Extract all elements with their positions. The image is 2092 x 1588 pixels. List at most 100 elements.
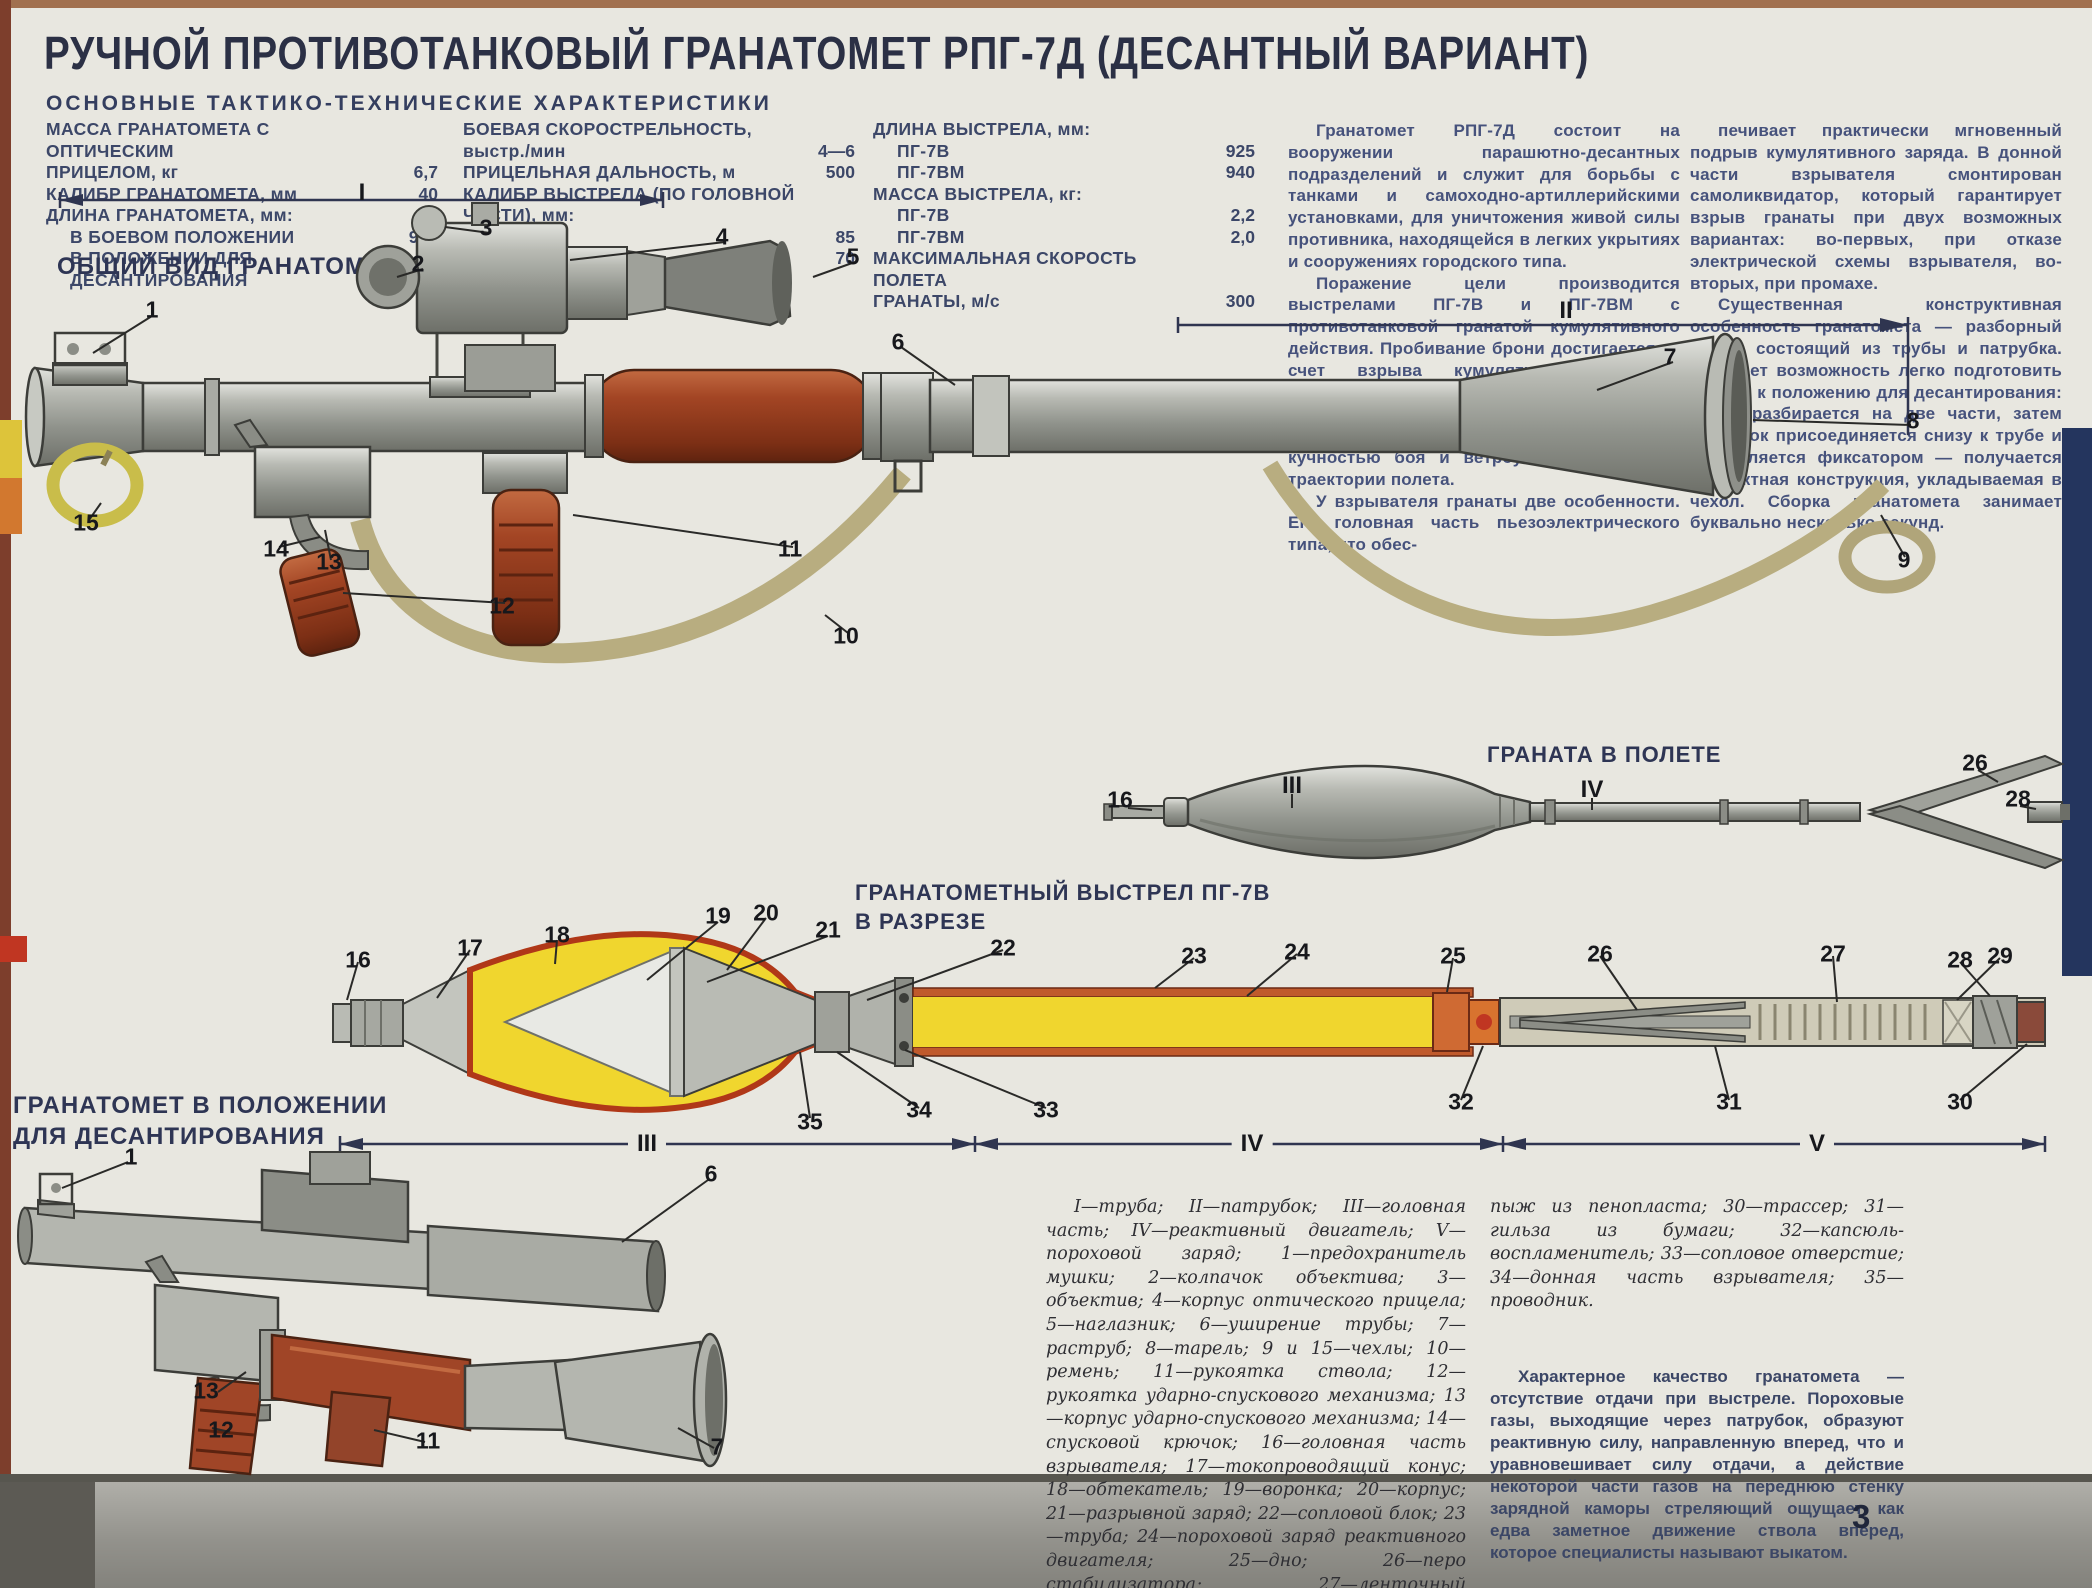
spec-label: ДЛИНА ВЫСТРЕЛА, мм: (873, 119, 1091, 139)
ribbon-powder (1758, 1004, 1927, 1040)
specs-heading: ОСНОВНЫЕ ТАКТИКО-ТЕХНИЧЕСКИЕ ХАРАКТЕРИСТ… (46, 92, 772, 115)
motor-bottom (1432, 992, 1470, 1052)
section-label-general-view: ОБЩИЙ ВИД ГРАНАТОМЕТА (57, 253, 416, 280)
spec-row: ПГ-7В 2,2 (873, 205, 1255, 227)
patrubok-flare (553, 1340, 712, 1464)
spec-label: ПГ-7В (897, 140, 950, 161)
tube-widening (426, 1224, 660, 1313)
sling-strap (350, 466, 911, 664)
motor-powder-charge (913, 997, 1433, 1047)
paragraph: Существенная конструктивная особенность … (1690, 295, 2062, 533)
paragraph: Гранатомет РПГ-7Д состоит на вооружении … (1288, 121, 1680, 271)
motor-tube-wall (912, 1046, 1474, 1057)
spec-label: БОЕВАЯ СКОРОСТРЕЛЬНОСТЬ, выстр./мин (463, 119, 752, 161)
stabilizer-fin (1866, 804, 2065, 870)
muzzle-cover-strap (1838, 520, 1936, 594)
launcher-general-view-illustration (24, 192, 1936, 664)
spec-label: ПГ-7В (897, 205, 950, 225)
rear-tube (928, 378, 1462, 454)
barrel-clamp (880, 372, 934, 462)
left-yellow-patch (0, 420, 22, 478)
right-blue-strip (2062, 428, 2092, 976)
wooden-section (270, 1333, 472, 1432)
dimension-line-II (1176, 317, 1910, 435)
nozzle-block (814, 977, 914, 1067)
spec-value: 40 (418, 183, 438, 204)
round-cutaway-illustration (332, 917, 2047, 1152)
spec-value: 500 (825, 162, 855, 182)
trigger-guard (288, 513, 369, 571)
left-red-patch (0, 936, 27, 962)
spec-row: МАССА ВЫСТРЕЛА, кг: (873, 184, 1255, 206)
spec-label: В ПОЛОЖЕНИИ ДЛЯ ДЕСАНТИРОВАНИЯ (70, 248, 253, 290)
barrel-grip (324, 1390, 392, 1468)
muzzle-rim (24, 366, 46, 468)
legend-column-1: I—труба; II—патрубок; III—головная часть… (1046, 1197, 1466, 1588)
folded-fin (1519, 1019, 1746, 1043)
spec-label: МАССА ВЫСТРЕЛА, кг: (873, 183, 1083, 204)
turbine (2027, 801, 2063, 823)
trigger-housing (253, 445, 372, 519)
spec-value: 2,2 (1230, 205, 1255, 225)
spec-row: ПРИЦЕЛЬНАЯ ДАЛЬНОСТЬ, м 500 (463, 162, 855, 184)
legend-note: Характерное качество гранатомета — отсут… (1490, 1367, 1904, 1562)
hammer (233, 418, 269, 449)
table-surface (0, 1482, 2092, 1588)
front-sight-frame (53, 331, 127, 367)
spec-label: ПРИЦЕЛЬНАЯ ДАЛЬНОСТЬ, м (463, 162, 736, 182)
launcher-airborne-position-illustration (17, 1151, 728, 1476)
fuze-head (350, 999, 404, 1047)
spec-row: МАССА ГРАНАТОМЕТА С ОПТИЧЕСКИМ ПРИЦЕЛОМ,… (46, 119, 438, 184)
spec-label: ДЛИНА ГРАНАТОМЕТА, мм: (46, 205, 294, 225)
rear-flare (1458, 335, 1715, 497)
leader-lines (88, 226, 1912, 634)
sight-top-knob (411, 205, 447, 241)
legend-column-2: пыж из пенопласта; 30—трассер; 31—гильза… (1490, 1197, 1904, 1312)
leader-lines (346, 917, 2028, 1119)
left-edge-strip (0, 0, 11, 1588)
eyecup (663, 239, 792, 327)
spec-label: ПГ-7ВМ (897, 226, 965, 247)
spec-row: ДЛИНА ВЫСТРЕЛА, мм: (873, 119, 1255, 141)
tracer (2016, 1001, 2046, 1043)
piezo-fuze-head (1163, 797, 1189, 827)
spec-value: 940 (1225, 162, 1255, 182)
spec-label: КАЛИБР ГРАНАТОМЕТА, мм (46, 183, 298, 204)
motor-tube (1529, 802, 1861, 822)
leader-lines (1127, 769, 2037, 811)
barrel-grip (482, 452, 568, 647)
barrel-ring (204, 378, 220, 456)
conductive-cone (402, 968, 471, 1076)
spec-row: ПГ-7ВМ 940 (873, 162, 1255, 184)
paragraph: печивает практически мгновенный подрыв к… (1690, 121, 2062, 293)
grenade-in-flight-illustration (1103, 754, 2070, 870)
specs-column-1: МАССА ГРАНАТОМЕТА С ОПТИЧЕСКИМ ПРИЦЕЛОМ,… (46, 119, 438, 291)
dimension-line-III-IV-V (338, 1136, 2047, 1152)
motor-tube-wall (912, 987, 1474, 998)
spec-label: МАКСИМАЛЬНАЯ СКОРОСТЬ ПОЛЕТА ГРАНАТЫ, м/… (873, 248, 1137, 311)
spec-row: ДЛИНА ГРАНАТОМЕТА, мм: (46, 205, 438, 227)
page-title: РУЧНОЙ ПРОТИВОТАНКОВЫЙ ГРАНАТОМЕТ РПГ-7Д… (44, 27, 1590, 79)
nose-probe (1111, 805, 1168, 819)
spec-label: МАССА ГРАНАТОМЕТА С ОПТИЧЕСКИМ ПРИЦЕЛОМ,… (46, 119, 270, 182)
intro-column-1: Гранатомет РПГ-7Д состоит на вооружении … (1288, 120, 1680, 556)
warhead-body (1186, 764, 1532, 860)
optical-sight (355, 202, 792, 392)
spec-row: МАКСИМАЛЬНАЯ СКОРОСТЬ ПОЛЕТА ГРАНАТЫ, м/… (873, 248, 1255, 313)
pistol-grip (279, 548, 361, 657)
spec-label: ПГ-7ВМ (897, 162, 965, 182)
pistol-grip (188, 1376, 264, 1476)
sling-strap-right (1262, 460, 1890, 637)
dimension-line-I (58, 192, 665, 208)
page-number: 3 (1852, 1498, 1871, 1535)
spec-row: КАЛИБР ГРАНАТОМЕТА, мм 40 (46, 184, 438, 206)
section-label-grenade-in-flight: ГРАНАТА В ПОЛЕТЕ (1487, 742, 1722, 767)
front-sight-frame (38, 1172, 74, 1206)
section-label-round-cutaway: ГРАНАТОМЕТНЫЙ ВЫСТРЕЛ ПГ-7В В РАЗРЕЗЕ (855, 880, 1271, 934)
spec-label: В БОЕВОМ ПОЛОЖЕНИИ (70, 226, 295, 247)
